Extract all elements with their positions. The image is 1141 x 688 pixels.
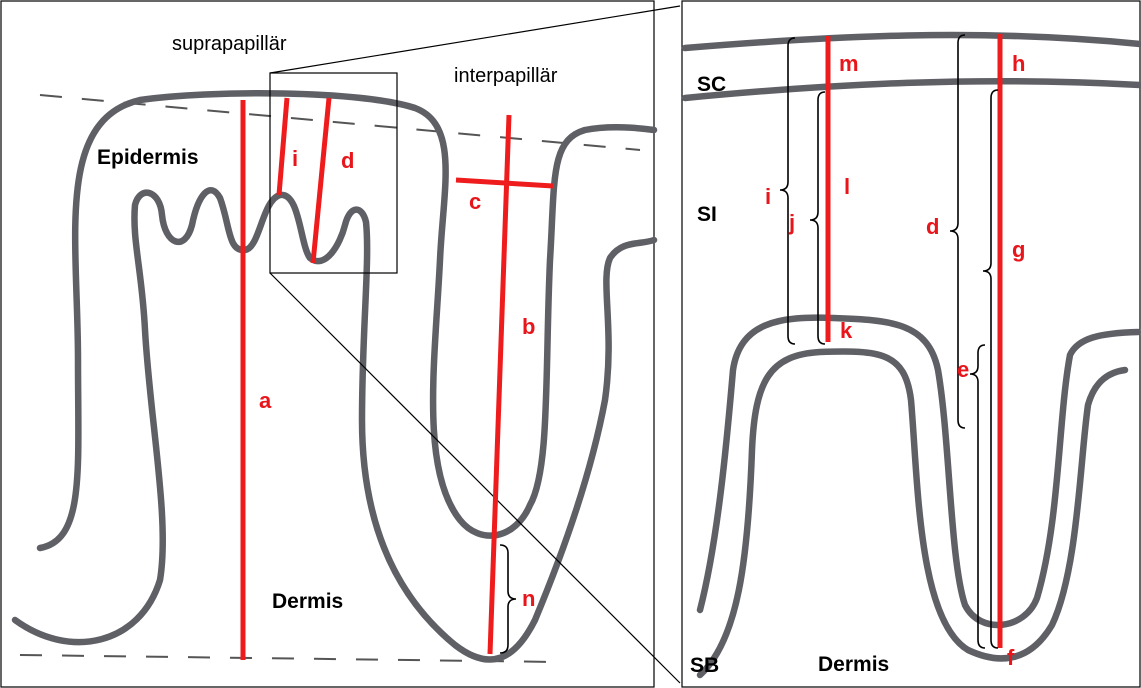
brace-j: [810, 92, 825, 344]
label-m: m: [839, 51, 859, 76]
label-g: g: [1012, 237, 1025, 262]
label-i-left: i: [292, 146, 298, 171]
label-si: SI: [697, 203, 717, 226]
measure-line-b: [490, 115, 509, 654]
label-b: b: [522, 314, 535, 339]
zoom-connector-bottom: [270, 273, 680, 683]
label-c: c: [469, 189, 481, 214]
zoom-connector-top: [270, 6, 680, 73]
label-k: k: [840, 318, 853, 343]
epidermis-label: Epidermis: [97, 146, 199, 169]
label-a: a: [259, 388, 272, 413]
label-d-left: d: [341, 148, 354, 173]
label-h: h: [1012, 51, 1025, 76]
label-n: n: [522, 586, 535, 611]
dermis-label-left: Dermis: [272, 590, 343, 613]
suprapapillary-heading: suprapapillär: [172, 33, 287, 55]
brace-g: [983, 90, 998, 648]
label-i-right: i: [765, 184, 771, 209]
measure-line-i: [279, 98, 287, 195]
label-f: f: [1007, 645, 1015, 670]
label-l: l: [844, 174, 850, 199]
sc-inner-line: [685, 81, 1140, 98]
measure-line-d: [313, 98, 329, 263]
brace-n: [500, 545, 516, 653]
sc-outer-line: [685, 35, 1140, 48]
label-sb: SB: [690, 654, 719, 677]
label-sc: SC: [697, 73, 726, 96]
brace-i: [780, 38, 795, 344]
label-j: j: [788, 210, 795, 235]
measure-line-c: [456, 180, 553, 186]
interpapillary-heading: interpapillär: [454, 65, 558, 87]
right-panel-frame: [682, 1, 1140, 687]
dermis-label-right: Dermis: [818, 653, 889, 676]
label-e: e: [957, 357, 969, 382]
brace-e: [970, 345, 985, 648]
label-d-right: d: [926, 214, 939, 239]
